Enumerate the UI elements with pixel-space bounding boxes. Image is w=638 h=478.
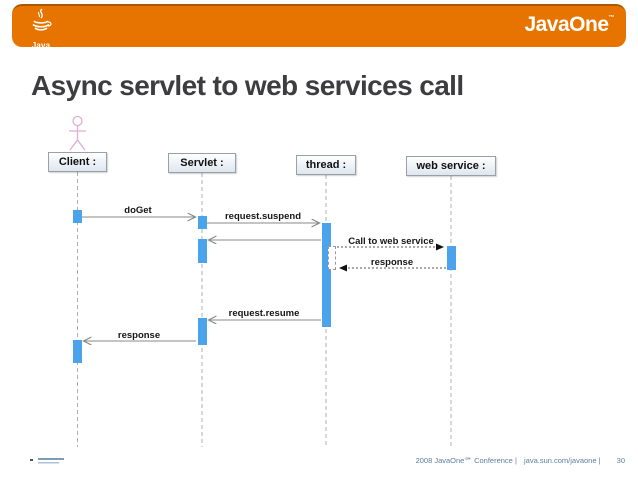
activation-client-1 xyxy=(72,210,82,223)
page-title: Async servlet to web services call xyxy=(31,70,464,101)
message-label-response-client: response xyxy=(117,330,161,341)
java-logo: Java xyxy=(24,8,58,50)
java-logo-label: Java xyxy=(31,41,51,50)
activation-servlet-2 xyxy=(197,239,207,263)
activation-servlet-3 xyxy=(197,318,207,345)
footer-fine-print xyxy=(30,458,64,464)
trademark-symbol: ™ xyxy=(608,15,615,21)
message-label-request-resume: request.resume xyxy=(228,308,300,319)
lifeline-head-webservice: web service : xyxy=(406,156,496,176)
activation-webservice xyxy=(447,246,456,270)
footer: 2008 JavaOne℠ Conference | java.sun.com/… xyxy=(416,456,625,465)
message-label-response-thread: response xyxy=(370,257,414,268)
lifeline-head-thread: thread : xyxy=(296,155,356,175)
message-label-doget: doGet xyxy=(124,205,152,216)
activation-thread-nested xyxy=(327,246,336,270)
lifeline-head-servlet: Servlet : xyxy=(168,153,236,173)
message-label-request-suspend: request.suspend xyxy=(224,211,302,222)
activation-client-2 xyxy=(72,340,82,363)
fine-print-bullet xyxy=(30,459,33,461)
header-bar: Java JavaOne™ xyxy=(12,4,626,50)
javaone-wordmark: JavaOne™ xyxy=(524,13,615,36)
activation-servlet-1 xyxy=(197,216,207,229)
java-cup-icon xyxy=(32,8,52,31)
footer-site-url: java.sun.com/javaone | xyxy=(523,456,601,465)
message-label-call-webservice: Call to web service xyxy=(348,236,434,247)
lifeline-head-client: Client : xyxy=(48,152,107,172)
footer-conference: 2008 JavaOne℠ Conference | xyxy=(415,456,517,465)
actor-icon xyxy=(69,115,86,151)
footer-page-number: 30 xyxy=(616,456,625,465)
fine-print-text-illegible xyxy=(38,458,64,464)
activation-thread xyxy=(321,223,331,327)
